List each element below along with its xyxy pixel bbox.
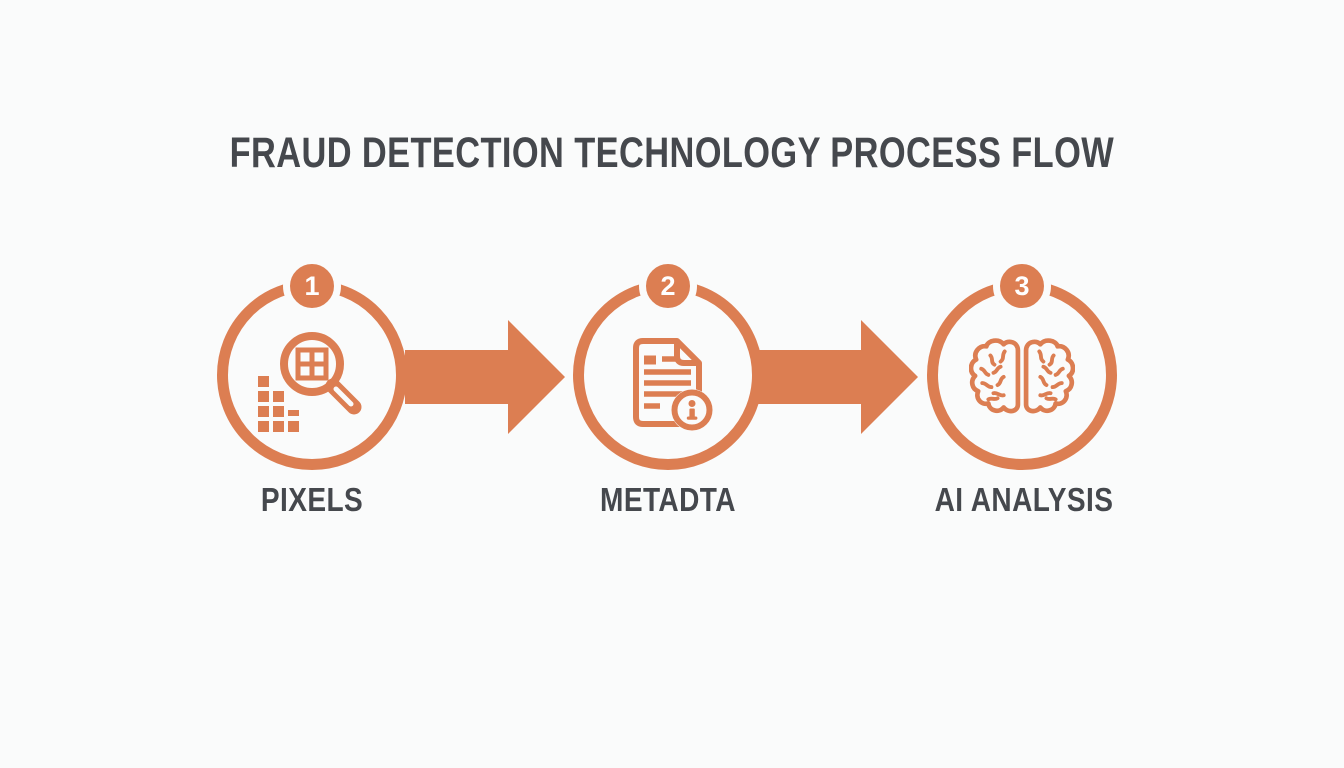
step-2: 2 [573, 257, 763, 470]
step-1-label: PIXELS [260, 481, 364, 518]
arrow-right-icon [758, 320, 918, 434]
step-2-number: 2 [660, 270, 676, 301]
step-2-number-badge: 2 [639, 257, 697, 315]
page-title: FRAUD DETECTION TECHNOLOGY PROCESS FLOW [0, 132, 1344, 175]
step-3-label: AI ANALYSIS [934, 481, 1114, 518]
step-3: 3 [927, 257, 1117, 470]
document-info-icon [573, 287, 763, 477]
step-1-number-badge: 1 [283, 257, 341, 315]
brain-icon [927, 287, 1117, 477]
step-1-number: 1 [304, 270, 320, 301]
arrow-right-icon [405, 320, 565, 434]
step-1: 1 [217, 257, 407, 470]
page-title-text: FRAUD DETECTION TECHNOLOGY PROCESS FLOW [229, 129, 1115, 177]
step-2-label: METADTA [600, 481, 736, 518]
step-3-number-badge: 3 [993, 257, 1051, 315]
step-3-number: 3 [1014, 270, 1030, 301]
pixel-grid-magnifier-icon [217, 287, 407, 477]
